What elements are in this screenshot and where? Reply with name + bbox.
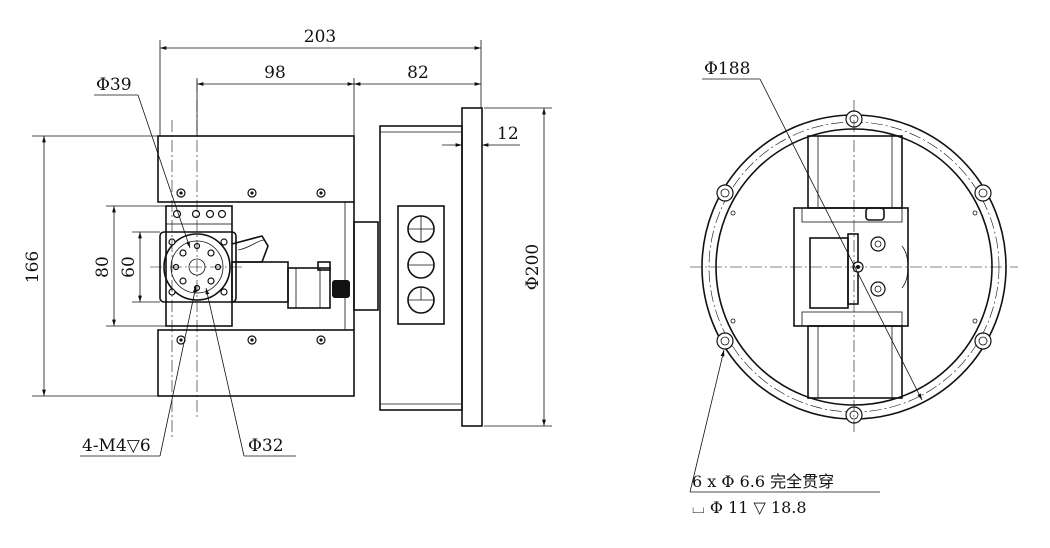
side-upper-block xyxy=(807,135,903,209)
front-view: 203 98 82 12 166 80 60 Φ200 Φ39 xyxy=(23,27,552,457)
upper-block xyxy=(157,135,355,203)
side-view: Φ188 6 x Φ 6.6 完全贯穿 ⌴ Φ 11 ▽ 18.8 xyxy=(689,59,1018,517)
lower-block xyxy=(157,329,355,397)
flange-plate xyxy=(461,107,483,427)
block-screw-holes xyxy=(176,188,326,345)
callout-diameter-39: Φ39 xyxy=(96,75,132,95)
dim-98: 98 xyxy=(264,63,286,83)
motor-body xyxy=(287,267,331,309)
dim-80: 80 xyxy=(93,256,113,278)
dim-203: 203 xyxy=(304,27,336,47)
callout-counterbore-note: ⌴ Φ 11 ▽ 18.8 xyxy=(692,498,807,517)
flange-housing xyxy=(379,125,463,411)
dim-diameter-200: Φ200 xyxy=(523,244,543,290)
connector-panel xyxy=(397,205,445,325)
dim-166: 166 xyxy=(23,251,43,283)
dim-82: 82 xyxy=(407,63,429,83)
callout-hole-note: 6 x Φ 6.6 完全贯穿 xyxy=(692,472,834,491)
dim-60: 60 xyxy=(119,256,139,278)
callout-diameter-188: Φ188 xyxy=(704,59,750,79)
callout-thread-m4: 4-M4▽6 xyxy=(82,436,151,456)
ring-bolt-holes xyxy=(716,110,992,424)
callout-diameter-32: Φ32 xyxy=(248,436,284,456)
side-lower-block xyxy=(807,325,903,399)
motor-knob xyxy=(332,280,350,298)
dim-12: 12 xyxy=(497,124,519,144)
